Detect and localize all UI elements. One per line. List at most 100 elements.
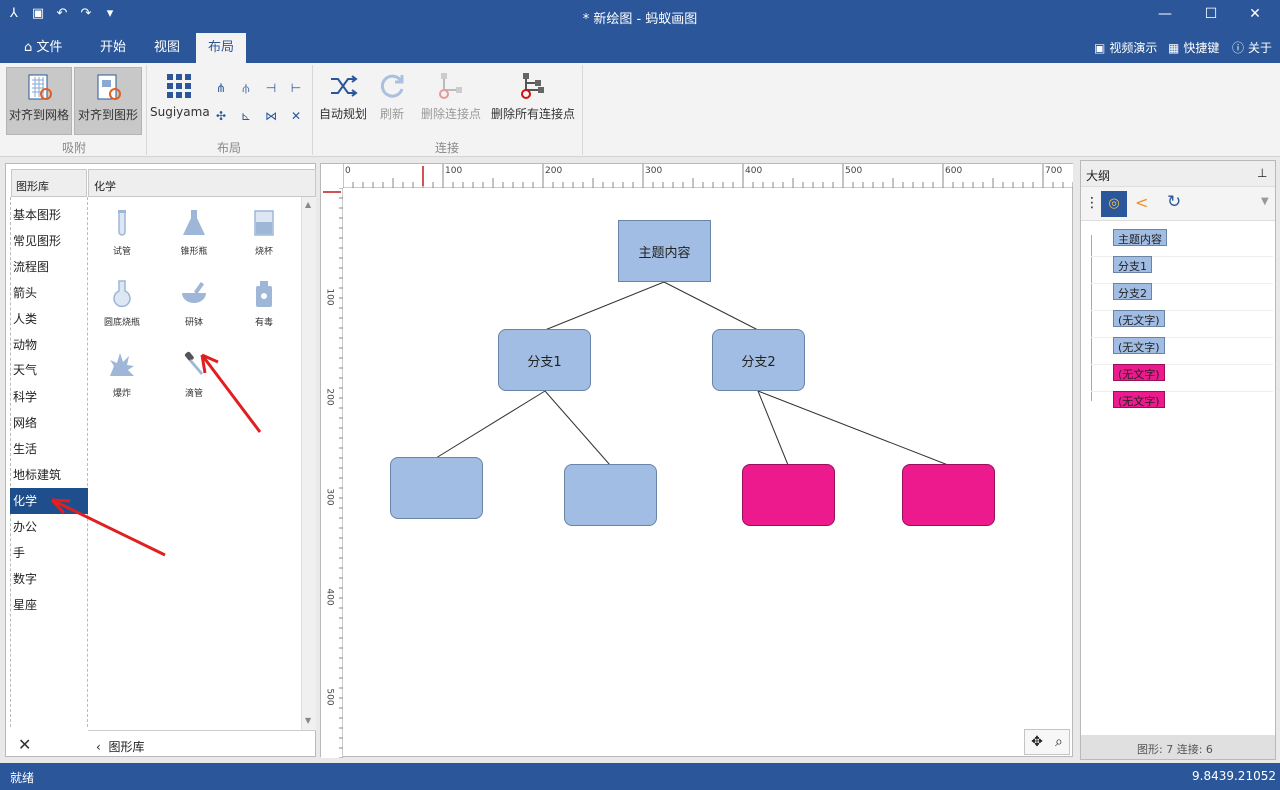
category-item[interactable]: 人类	[13, 312, 38, 326]
shape-beaker[interactable]: 烧杯	[234, 208, 294, 257]
vertical-scrollbar[interactable]: ▲ ▼	[301, 197, 316, 730]
delete-all-connection-points-button[interactable]: 删除所有连接点	[488, 67, 578, 135]
close-button[interactable]: ✕	[1249, 6, 1261, 22]
category-item[interactable]: 网络	[13, 416, 38, 430]
outline-item[interactable]: 分支2	[1113, 283, 1152, 300]
auto-layout-icon[interactable]: ◎	[1101, 191, 1127, 217]
tree-up-layout-icon[interactable]: ⫛	[242, 81, 250, 95]
pan-icon[interactable]: ✥	[1031, 734, 1043, 750]
pin-icon[interactable]: ⊥	[1257, 166, 1268, 180]
share-icon[interactable]: <	[1135, 193, 1149, 212]
scroll-down-icon[interactable]: ▼	[305, 716, 312, 725]
poison-bottle-icon	[256, 281, 272, 307]
chevron-down-icon[interactable]: ▼	[1261, 196, 1269, 207]
indent-layout-icon[interactable]: ⊾	[240, 109, 252, 123]
shortcuts-link[interactable]: ▦快捷键	[1168, 40, 1220, 56]
delete-connection-point-button[interactable]: 删除连接点	[418, 67, 484, 135]
category-item[interactable]: 天气	[13, 363, 38, 377]
outline-item[interactable]: (无文字)	[1113, 337, 1165, 354]
category-item[interactable]: 科学	[13, 390, 38, 404]
tree-down-layout-icon[interactable]: ⋔	[215, 81, 227, 95]
customize-dropdown-icon[interactable]: ▾	[106, 6, 114, 21]
video-demo-link[interactable]: ▣视频演示	[1094, 40, 1158, 56]
leaf-node-blue-2[interactable]	[564, 464, 657, 526]
tree-line	[1091, 235, 1092, 401]
root-node[interactable]: 主题内容	[618, 220, 711, 282]
align-to-grid-button[interactable]: 对齐到网格	[6, 67, 72, 135]
leaf-node-magenta-2[interactable]	[902, 464, 995, 526]
shape-conical-flask[interactable]: 锥形瓶	[164, 208, 224, 257]
category-item[interactable]: 数字	[13, 572, 38, 586]
category-item[interactable]: 常见图形	[13, 234, 62, 248]
branch2-node[interactable]: 分支2	[712, 329, 805, 391]
leaf-node-magenta-1[interactable]	[742, 464, 835, 526]
outline-toolbar: ⋮ ◎ < ↻ ▼	[1081, 187, 1275, 221]
scroll-up-icon[interactable]: ▲	[305, 200, 312, 209]
outline-item[interactable]: 分支1	[1113, 256, 1152, 273]
save-icon[interactable]: ▣	[31, 6, 45, 21]
status-text: 就绪	[10, 771, 35, 785]
sugiyama-icon	[167, 74, 191, 98]
more-vertical-icon[interactable]: ⋮	[1085, 195, 1099, 211]
category-item[interactable]: 地标建筑	[13, 468, 62, 482]
refresh-icon[interactable]: ↻	[1167, 192, 1182, 212]
ribbon: 对齐到网格 对齐到图形 吸附 Sugiyama ⋔ ⫛ ⊣ ⊢ ✣ ⊾ ⋈ ✕ …	[0, 63, 1280, 157]
category-item-selected[interactable]: 化学	[10, 488, 88, 514]
tab-view[interactable]: 视图	[154, 40, 181, 55]
back-to-library-button[interactable]: ‹ 图形库	[88, 730, 316, 756]
force-layout-icon[interactable]: ✕	[290, 109, 302, 123]
refresh-button[interactable]: 刷新	[374, 67, 410, 135]
maximize-button[interactable]: ☐	[1204, 6, 1218, 22]
shape-test-tube[interactable]: 试管	[92, 208, 152, 257]
auto-plan-button[interactable]: 自动规划	[316, 67, 370, 135]
auto-route-icon	[331, 75, 358, 97]
outline-item[interactable]: 主题内容	[1113, 229, 1167, 246]
shapes-header: 化学	[88, 169, 316, 197]
branch1-node[interactable]: 分支1	[498, 329, 591, 391]
category-item[interactable]: 动物	[13, 338, 38, 352]
category-item[interactable]: 手	[13, 546, 26, 560]
redo-icon[interactable]: ↷	[80, 6, 92, 21]
outline-item[interactable]: (无文字)	[1113, 310, 1165, 327]
row-divider	[1091, 283, 1273, 284]
minimize-button[interactable]: —	[1158, 6, 1172, 22]
shape-poison[interactable]: 有毒	[234, 279, 294, 328]
leaf-node-blue-1[interactable]	[390, 457, 483, 519]
chevron-left-icon: ‹	[96, 740, 109, 754]
shape-dropper[interactable]: 滴管	[164, 350, 224, 399]
category-item[interactable]: 流程图	[13, 260, 50, 274]
delete-point-icon	[439, 73, 462, 99]
tab-file[interactable]: ⌂ 文件	[24, 40, 63, 55]
category-item[interactable]: 箭头	[13, 286, 38, 300]
close-icon[interactable]: ✕	[18, 735, 32, 754]
category-item[interactable]: 生活	[13, 442, 38, 456]
drawing-canvas[interactable]: 0 100 200 300 400 500 600 700 100 200 30…	[320, 163, 1073, 758]
delete-all-points-icon	[521, 73, 544, 99]
shape-mortar[interactable]: 研钵	[164, 279, 224, 328]
tab-layout[interactable]: 布局	[196, 33, 247, 63]
dropper-icon	[184, 351, 203, 375]
align-to-shape-button[interactable]: 对齐到图形	[74, 67, 142, 135]
ruler-label: 300	[645, 166, 663, 176]
tree-right-layout-icon[interactable]: ⊢	[290, 81, 302, 95]
tab-start[interactable]: 开始	[100, 40, 127, 55]
circular-layout-icon[interactable]: ⋈	[265, 109, 277, 123]
shape-explosion[interactable]: 爆炸	[92, 350, 152, 399]
window-title: * 新绘图 - 蚂蚁画图	[582, 12, 698, 27]
shape-round-flask[interactable]: 圆底烧瓶	[92, 279, 152, 328]
outline-item[interactable]: (无文字)	[1113, 364, 1165, 381]
category-item[interactable]: 星座	[13, 598, 38, 612]
round-flask-icon	[113, 280, 131, 308]
outline-header: 大纲 ⊥	[1081, 161, 1275, 187]
category-item[interactable]: 基本图形	[13, 208, 62, 222]
zoom-controls: ✥ ⌕	[1024, 729, 1070, 755]
outline-item[interactable]: (无文字)	[1113, 391, 1165, 408]
sugiyama-layout-button[interactable]: Sugiyama	[150, 67, 210, 135]
zoom-icon[interactable]: ⌕	[1055, 734, 1063, 750]
tree-left-layout-icon[interactable]: ⊣	[265, 81, 277, 95]
undo-icon[interactable]: ↶	[56, 6, 68, 21]
row-divider	[1091, 391, 1273, 392]
radial-layout-icon[interactable]: ✣	[215, 109, 227, 123]
category-item[interactable]: 办公	[13, 520, 38, 534]
